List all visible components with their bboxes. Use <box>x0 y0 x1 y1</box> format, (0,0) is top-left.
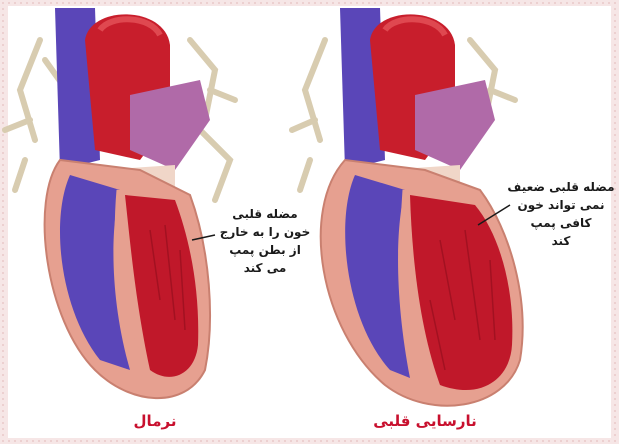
normal-annotation-line: خون را به خارج <box>215 223 315 241</box>
normal-annotation: مضله قلبی خون را به خارج از بطن پمپ می ک… <box>215 205 315 277</box>
failure-annotation: مضله قلبی ضعیف نمی تواند خون کافی پمپ کن… <box>507 178 615 250</box>
failure-caption: نارسایی قلبی <box>355 412 495 430</box>
failure-heart <box>292 8 523 406</box>
failure-annotation-line: نمی تواند خون <box>507 196 615 214</box>
normal-heart <box>5 8 235 398</box>
failure-annotation-line: مضله قلبی ضعیف <box>507 178 615 196</box>
normal-annotation-line: می کند <box>215 259 315 277</box>
normal-annotation-line: از بطن پمپ <box>215 241 315 259</box>
failure-annotation-line: کند <box>507 232 615 250</box>
normal-caption: نرمال <box>100 412 210 430</box>
normal-annotation-line: مضله قلبی <box>215 205 315 223</box>
failure-annotation-line: کافی پمپ <box>507 214 615 232</box>
